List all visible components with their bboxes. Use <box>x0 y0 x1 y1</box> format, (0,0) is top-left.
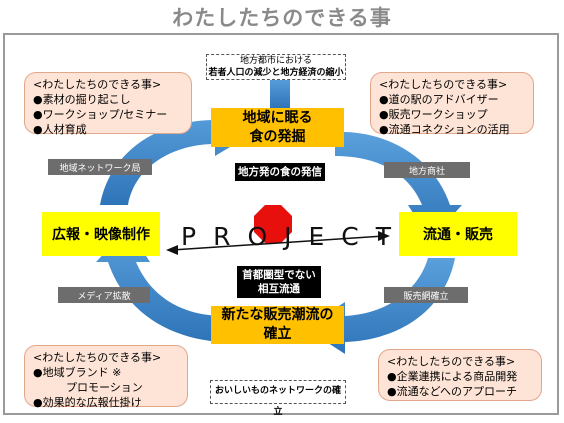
bottom-note: おいしいものネットワークの確立 <box>210 380 346 417</box>
black-label-top: 地方発の食の発信 <box>235 163 325 181</box>
top-note: 地方都市における 若者人口の減少と地方経済の縮小 <box>206 54 346 80</box>
arrow-bottom-left <box>96 228 225 342</box>
gray-label-top-left: 地域ネットワーク局 <box>48 159 152 175</box>
panel-top-left: <わたしたちのできる事> ●素材の掘り起こし ●ワークショップ/セミナー ●人材… <box>24 72 192 136</box>
center-top-box: 地域に眠る 食の発掘 <box>211 108 344 147</box>
project-label: PROJECT <box>181 222 409 251</box>
stop-octagon <box>254 205 292 243</box>
arrowhead-left <box>166 245 178 255</box>
center-bottom-box: 新たな販売潮流の 確立 <box>211 306 344 344</box>
panel-bottom-right: <わたしたちのできる事> ●企業連携による商品開発 ●流通などへのアプローチ <box>378 349 542 401</box>
panel-top-right: <わたしたちのできる事> ●道の駅のアドバイザー ●販売ワークショップ ●流通コ… <box>370 72 534 136</box>
left-box: 広報・映像制作 <box>42 212 160 256</box>
black-label-bottom: 首都圏型でない 相互流通 <box>237 266 321 298</box>
arrowhead-right <box>378 231 390 241</box>
gray-label-bottom-right: 販売網確立 <box>384 287 468 303</box>
panel-bottom-left: <わたしたちのできる事> ●地域ブランド ※ プロモーション ●効果的な広報仕掛… <box>24 345 188 409</box>
gray-label-top-right: 地方商社 <box>384 162 470 178</box>
gray-label-bottom-left: メディア拡散 <box>58 287 150 303</box>
arrow-down-shaft <box>270 78 290 108</box>
right-box: 流通・販売 <box>399 212 517 256</box>
page-title: わたしたちのできる事 <box>172 6 392 30</box>
